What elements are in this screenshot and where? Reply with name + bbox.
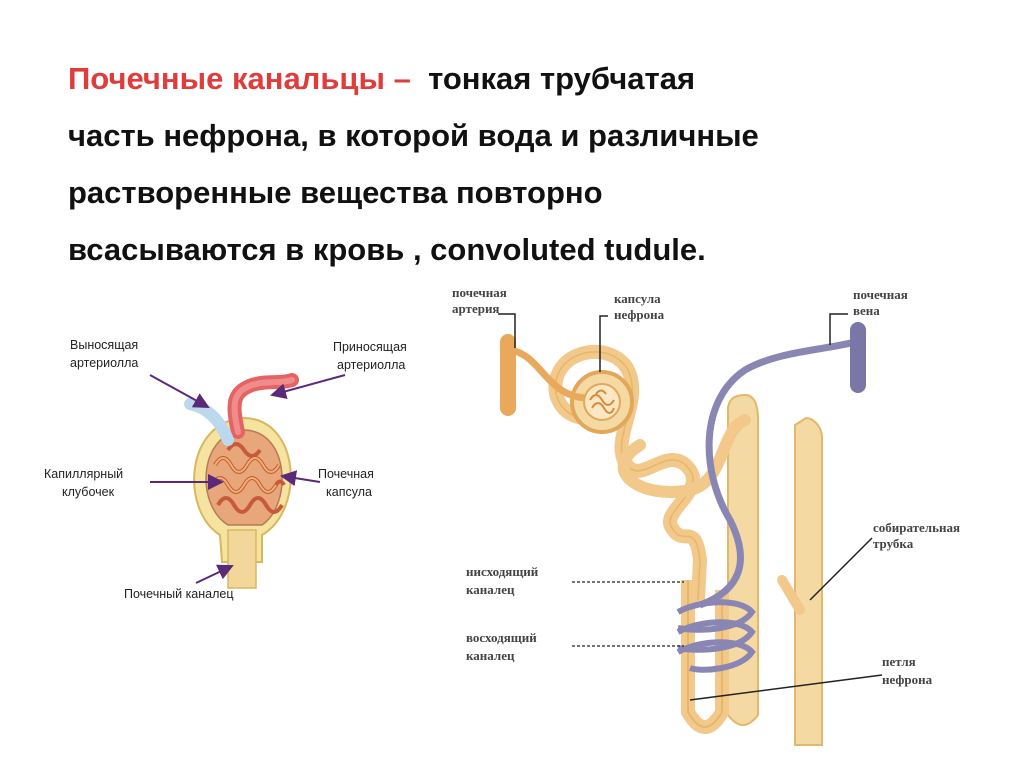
label-glomerulus-1: Капиллярный bbox=[44, 467, 123, 481]
definition-line-1: тонкая трубчатая bbox=[428, 61, 696, 96]
nephron-diagram: почечная артерия капсула нефрона почечна… bbox=[452, 285, 960, 746]
leader-collecting-duct bbox=[809, 537, 873, 601]
label-descending-2: каналец bbox=[466, 582, 515, 597]
label-renal-vein-2: вена bbox=[853, 303, 880, 318]
label-tubule: Почечный каналец bbox=[124, 587, 234, 601]
definition-line-3: растворенные вещества повторно bbox=[68, 175, 603, 210]
label-renal-vein-1: почечная bbox=[853, 287, 908, 302]
peritubular-capillary-coils bbox=[676, 599, 756, 673]
label-collecting-duct-1: собирательная bbox=[873, 520, 960, 535]
label-capsule-1: Почечная bbox=[318, 467, 374, 481]
term-title: Почечные канальцы – bbox=[68, 61, 411, 96]
leader-capsule bbox=[599, 315, 608, 372]
label-capsule-1: капсула bbox=[614, 291, 661, 306]
label-glomerulus-2: клубочек bbox=[62, 485, 115, 499]
label-descending-1: нисходящий bbox=[466, 564, 539, 579]
definition-line-4: всасываются в кровь , convoluted tudule. bbox=[68, 232, 706, 267]
label-efferent-1: Выносящая bbox=[70, 338, 138, 352]
label-renal-artery-1: почечная bbox=[452, 285, 507, 300]
label-ascending-2: каналец bbox=[466, 648, 515, 663]
label-afferent-2: артериолла bbox=[337, 358, 405, 372]
label-collecting-duct-2: трубка bbox=[873, 536, 914, 551]
label-capsule-2: капсула bbox=[326, 485, 372, 499]
collecting-duct-shape bbox=[794, 416, 823, 746]
label-loop-1: петля bbox=[882, 654, 916, 669]
glomerulus-knot bbox=[589, 389, 615, 414]
renal-corpuscle-diagram: Выносящая артериолла Приносящая артериол… bbox=[44, 338, 407, 601]
arrow-afferent bbox=[270, 374, 346, 400]
leader-renal-artery bbox=[498, 313, 516, 348]
definition-line-2: часть нефрона, в которой вода и различны… bbox=[68, 118, 759, 153]
renal-vein-shape bbox=[698, 336, 865, 609]
label-efferent-2: артериолла bbox=[70, 356, 138, 370]
label-renal-artery-2: артерия bbox=[452, 301, 499, 316]
label-capsule-2: нефрона bbox=[614, 307, 665, 322]
definition-text: Почечные канальцы – тонкая трубчатая час… bbox=[68, 50, 968, 278]
label-ascending-1: восходящий bbox=[466, 630, 537, 645]
arrow-tubule bbox=[195, 564, 234, 584]
label-afferent-1: Приносящая bbox=[333, 340, 407, 354]
leader-loop bbox=[689, 674, 883, 701]
leader-renal-vein bbox=[829, 313, 848, 345]
arrow-capsule bbox=[280, 470, 321, 487]
label-loop-2: нефрона bbox=[882, 672, 933, 687]
tubule-outflow-shape bbox=[227, 529, 257, 589]
arrow-efferent bbox=[149, 374, 210, 408]
